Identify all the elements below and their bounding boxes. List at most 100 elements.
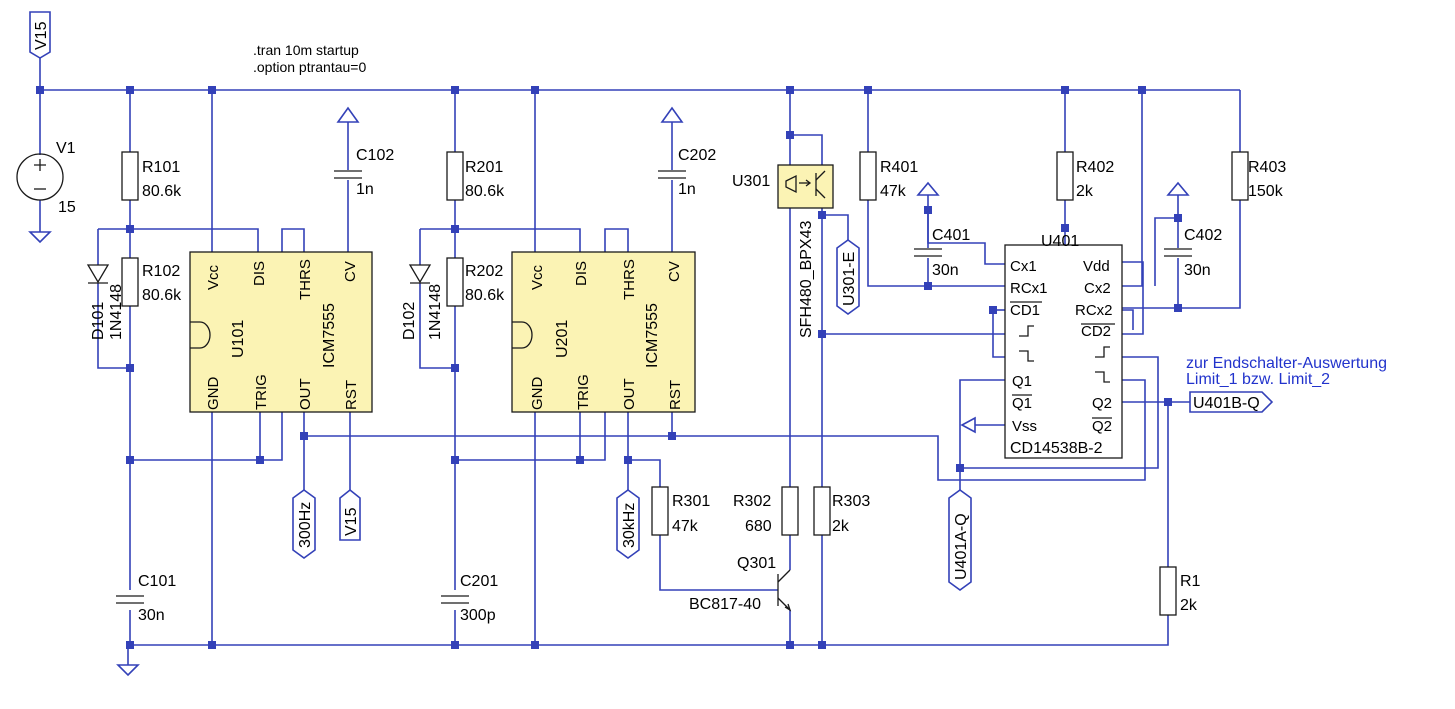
u201-pin-dis: DIS (573, 261, 590, 286)
timer-u101: Vcc DIS THRS CV GND TRIG OUT RST U101 IC… (189, 251, 373, 413)
junction-dots (36, 86, 1182, 649)
resistor-r403: R403 150k (1231, 151, 1286, 201)
u201-pin-thrs: THRS (621, 259, 638, 300)
r302-value: 680 (745, 518, 772, 535)
ground-symbols (28, 106, 1190, 677)
u401-name: U401 (1041, 233, 1079, 250)
c102-name: C102 (356, 147, 394, 164)
d101-name: D101 (90, 302, 107, 340)
resistor-r201: R201 80.6k (446, 151, 505, 201)
falling-edge-icon (1019, 350, 1034, 362)
r1-value: 2k (1180, 597, 1198, 614)
c401-value: 30n (932, 262, 959, 279)
flag-u401a-q-label: U401A-Q (953, 513, 970, 580)
r303-value: 2k (832, 518, 850, 535)
directive-tran: .tran 10m startup (253, 42, 359, 58)
r402-name: R402 (1076, 159, 1114, 176)
annotations: .tran 10m startup .option ptrantau=0 zur… (253, 42, 1387, 388)
u401-pin-cd1: CD1 (1010, 302, 1040, 319)
u401-pin-q1-inverted: Q1 (1012, 395, 1032, 412)
r101-name: R101 (142, 159, 180, 176)
u401-pin-q2-inverted: Q2 (1092, 418, 1112, 435)
u101-pin-trig: TRIG (253, 374, 270, 410)
optocoupler-u301: U301 SFH480_BPX43 (732, 164, 834, 338)
directive-option: .option ptrantau=0 (253, 59, 366, 75)
u101-name: U101 (230, 320, 247, 358)
note-line-1: zur Endschalter-Auswertung (1186, 355, 1387, 372)
r401-name: R401 (880, 159, 918, 176)
r101-value: 80.6k (142, 183, 182, 200)
flag-v15-top-label: V15 (33, 21, 50, 50)
u201-part: ICM7555 (644, 303, 661, 368)
q301-name: Q301 (737, 555, 776, 572)
c202-name: C202 (678, 147, 716, 164)
r301-name: R301 (672, 493, 710, 510)
ground-icon (116, 664, 140, 677)
resistor-r301: R301 47k (651, 486, 710, 536)
r403-value: 150k (1248, 183, 1284, 200)
d102-value: 1N4148 (427, 284, 444, 340)
rising-edge-icon (1095, 346, 1110, 358)
c402-name: C402 (1184, 227, 1222, 244)
capacitor-c101: C101 30n (116, 573, 176, 624)
v1-value: 15 (58, 199, 76, 216)
u401-pin-q1: Q1 (1012, 373, 1032, 390)
resistor-r1: R1 2k (1159, 566, 1201, 616)
u101-pin-rst: RST (343, 380, 360, 410)
capacitors: C101 30n C102 1n C201 300p C202 1n C401 … (116, 147, 1222, 624)
flag-u401b-q-label: U401B-Q (1193, 395, 1260, 412)
r401-value: 47k (880, 183, 907, 200)
flag-30khz: 30kHz (616, 489, 640, 559)
flag-u401a-q: U401A-Q (948, 489, 972, 591)
capacitor-c201: C201 300p (441, 573, 498, 624)
resistor-r202: R202 80.6k (446, 257, 505, 307)
flag-u301-e: U301-E (836, 239, 860, 315)
u101-pin-cv: CV (342, 261, 359, 282)
c202-value: 1n (678, 181, 696, 198)
u101-part: ICM7555 (321, 303, 338, 368)
supply-arrow-icon (336, 106, 360, 123)
r202-name: R202 (465, 263, 503, 280)
resistor-r401: R401 47k (859, 151, 918, 201)
r302-name: R302 (733, 493, 771, 510)
timer-u201: Vcc DIS THRS CV GND TRIG OUT RST U201 IC… (511, 251, 696, 413)
u401-pin-q2: Q2 (1092, 395, 1112, 412)
c201-value: 300p (460, 607, 496, 624)
c101-value: 30n (138, 607, 165, 624)
ground-icon (28, 231, 52, 244)
capacitor-c202: C202 1n (658, 147, 716, 198)
u301-name: U301 (732, 173, 770, 190)
u401-pin-rcx1: RCx1 (1010, 280, 1048, 297)
r1-name: R1 (1180, 573, 1201, 590)
wires (39, 58, 1241, 665)
r303-name: R303 (832, 493, 870, 510)
u201-name: U201 (554, 320, 571, 358)
r201-value: 80.6k (465, 183, 505, 200)
note-line-2: Limit_1 bzw. Limit_2 (1186, 371, 1330, 388)
u101-pin-thrs: THRS (297, 259, 314, 300)
u101-pin-dis: DIS (251, 261, 268, 286)
r201-name: R201 (465, 159, 503, 176)
u301-part: SFH480_BPX43 (798, 220, 815, 338)
u201-pin-rst: RST (667, 380, 684, 410)
c201-name: C201 (460, 573, 498, 590)
flag-v15-bottom: V15 (339, 488, 361, 541)
voltage-source-v1: V1 15 (16, 140, 76, 216)
ground-icon (960, 416, 976, 434)
falling-edge-icon (1095, 371, 1110, 383)
u201-pin-out: OUT (621, 378, 638, 410)
u101-pin-gnd: GND (205, 377, 222, 411)
c102-value: 1n (356, 181, 374, 198)
r402-value: 2k (1076, 183, 1094, 200)
r102-name: R102 (142, 263, 180, 280)
flag-300hz: 300Hz (292, 489, 316, 559)
flag-300hz-label: 300Hz (297, 502, 314, 548)
supply-arrow-icon (1166, 181, 1190, 196)
resistor-r303: R303 2k (813, 486, 870, 536)
d102-name: D102 (401, 302, 418, 340)
u201-pin-cv: CV (666, 261, 683, 282)
monoflop-u401: U401 Cx1 RCx1 CD1 Q1 Q1 Vss Vdd Cx2 RCx2… (1004, 233, 1123, 459)
diodes: D101 1N4148 D102 1N4148 (86, 264, 444, 340)
resistor-r302: R302 680 (733, 486, 799, 536)
